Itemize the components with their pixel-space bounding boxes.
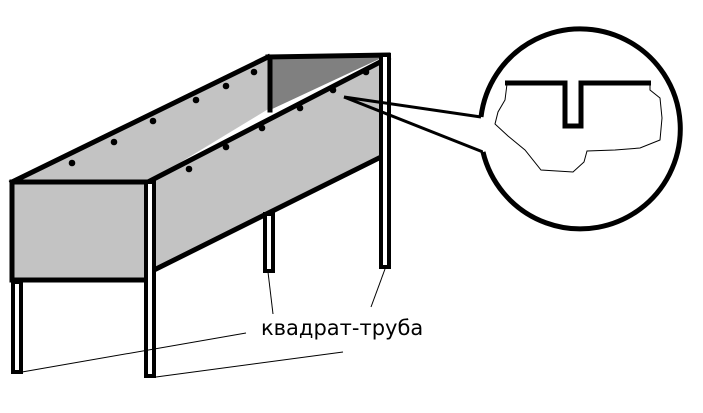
- magnifier-circle: [478, 26, 683, 232]
- inner-end-wall-shadow: [268, 55, 388, 110]
- leg-front-left: [11, 280, 23, 374]
- rivet-icon: [222, 82, 230, 90]
- rivet-icon: [110, 138, 118, 146]
- rivet-icon: [258, 124, 266, 132]
- rivet-icon: [192, 96, 200, 104]
- leg-front-right: [144, 180, 156, 378]
- rivet-icon: [296, 104, 304, 112]
- leg-back-right: [379, 53, 391, 269]
- front-end-panel: [9, 179, 151, 283]
- magnifier-pointer: [343, 95, 484, 154]
- leg-back-middle: [263, 212, 275, 273]
- slot-profile: [505, 80, 651, 129]
- square-tube-label: квадрат-труба: [261, 316, 424, 340]
- label-leader-lines: [21, 268, 386, 378]
- material-contour: [494, 83, 663, 173]
- rivet-icon: [250, 68, 258, 76]
- rivets: [68, 68, 370, 173]
- rivet-icon: [362, 68, 370, 76]
- rivet-icon: [185, 165, 193, 173]
- legs: [11, 53, 391, 378]
- rivet-icon: [68, 159, 76, 167]
- side-panel: [148, 60, 385, 274]
- rivet-icon: [329, 86, 337, 94]
- rivet-icon: [149, 117, 157, 125]
- rivet-icon: [222, 143, 230, 151]
